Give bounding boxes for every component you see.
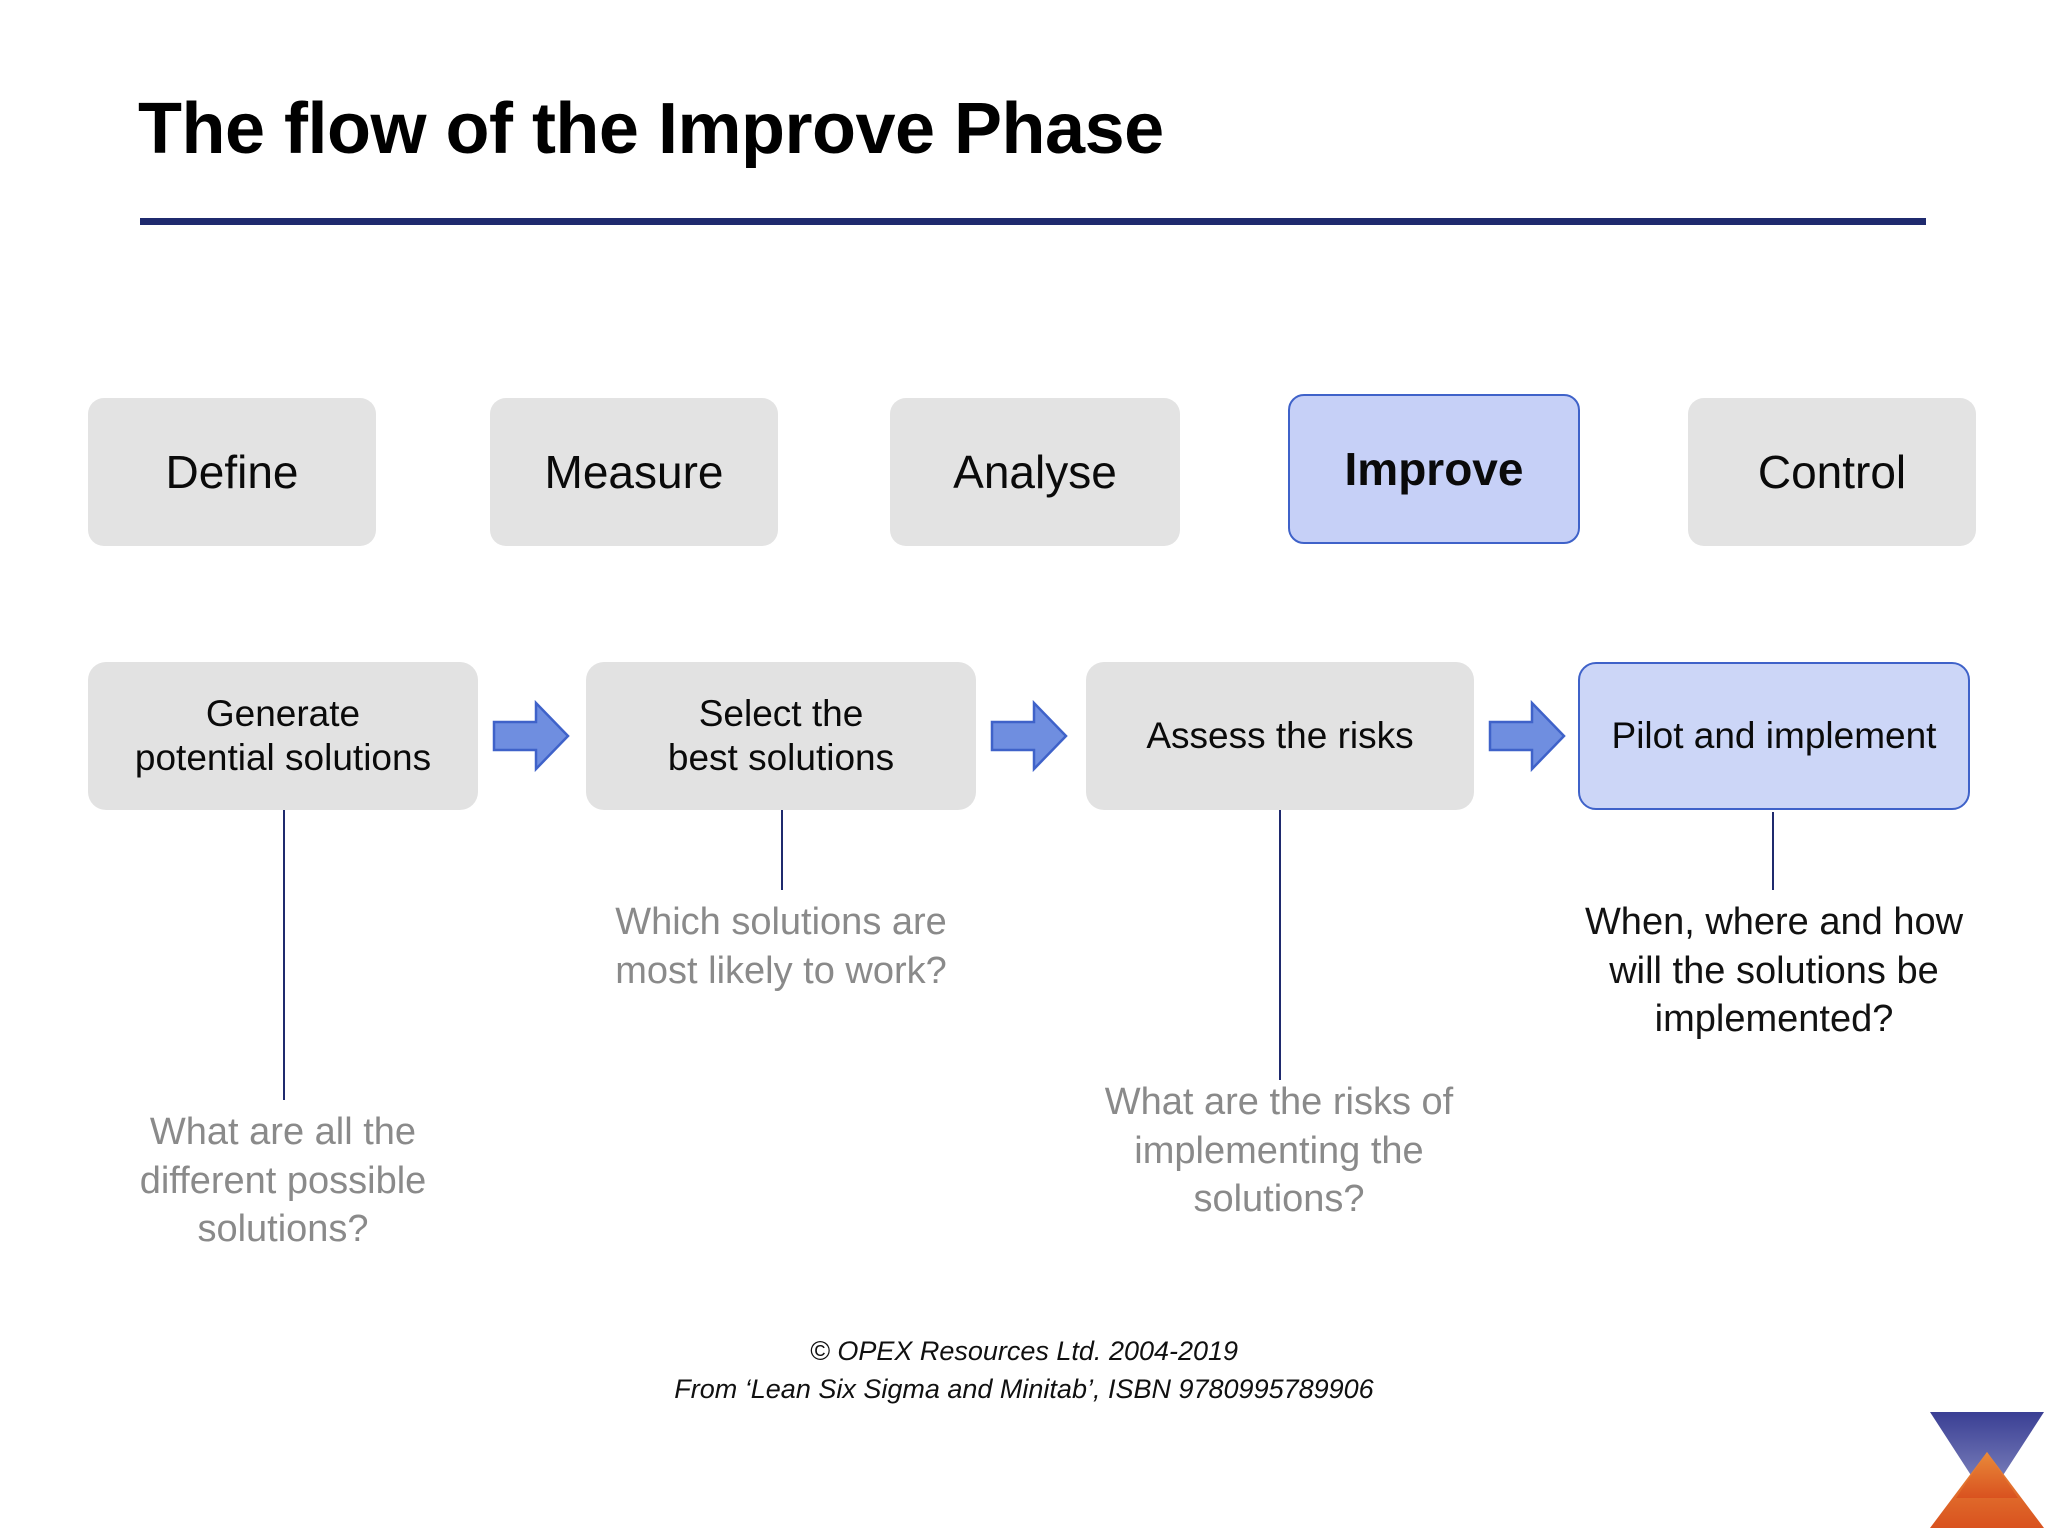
flow-step-label: Assess the risks [1146, 715, 1414, 757]
phase-label: Improve [1344, 443, 1524, 495]
flow-step-pilot-and-implement[interactable]: Pilot and implement [1578, 662, 1970, 810]
phase-label: Measure [544, 446, 724, 498]
flow-step-label-line1: Generate [205, 693, 361, 735]
improve-flow-row: Generate potential solutions Select the … [0, 662, 2048, 820]
phase-box-improve[interactable]: Improve [1288, 394, 1580, 544]
dmaic-phase-row: Define Measure Analyse Improve Control [0, 394, 2048, 550]
flow-step-label-line1: Select the [698, 693, 864, 735]
flow-step-caption-select: Which solutions are most likely to work? [615, 901, 947, 992]
title-underline-rule [140, 218, 1926, 225]
phase-box-control[interactable]: Control [1688, 398, 1976, 546]
phase-label: Control [1757, 446, 1907, 498]
phase-label: Analyse [953, 446, 1117, 498]
flow-step-caption-generate: What are all the different possible solu… [139, 1111, 427, 1251]
phase-label: Define [165, 446, 299, 498]
right-arrow-icon [492, 699, 570, 773]
flow-step-label-line2: best solutions [667, 737, 895, 778]
connector-line [1772, 812, 1774, 890]
footer-line-2: From ‘Lean Six Sigma and Minitab’, ISBN … [674, 1374, 1374, 1405]
flow-step-generate-potential-solutions[interactable]: Generate potential solutions [88, 662, 478, 810]
phase-box-measure[interactable]: Measure [490, 398, 778, 546]
flow-step-select-best-solutions[interactable]: Select the best solutions [586, 662, 976, 810]
footer-copyright: © OPEX Resources Ltd. 2004-2019 From ‘Le… [0, 1332, 2048, 1409]
right-arrow-icon [1488, 699, 1566, 773]
connector-line [283, 810, 285, 1100]
flow-step-label: Select the best solutions [656, 692, 906, 779]
connector-line [1279, 810, 1281, 1080]
flow-step-assess-the-risks[interactable]: Assess the risks [1086, 662, 1474, 810]
phase-box-define[interactable]: Define [88, 398, 376, 546]
flow-step-caption-pilot: When, where and how will the solutions b… [1584, 901, 1964, 1041]
flow-step-label-line2: potential solutions [134, 737, 432, 778]
flow-step-label: Pilot and implement [1611, 715, 1937, 757]
opex-resources-logo-icon [1928, 1408, 2046, 1532]
connector-line [781, 810, 783, 890]
page-title: The flow of the Improve Phase [138, 89, 1164, 169]
right-arrow-icon [990, 699, 1068, 773]
flow-step-label: Generate potential solutions [123, 692, 443, 779]
flow-step-caption-assess: What are the risks of implementing the s… [1104, 1081, 1454, 1221]
footer-line-1: © OPEX Resources Ltd. 2004-2019 [809, 1336, 1239, 1366]
phase-box-analyse[interactable]: Analyse [890, 398, 1180, 546]
